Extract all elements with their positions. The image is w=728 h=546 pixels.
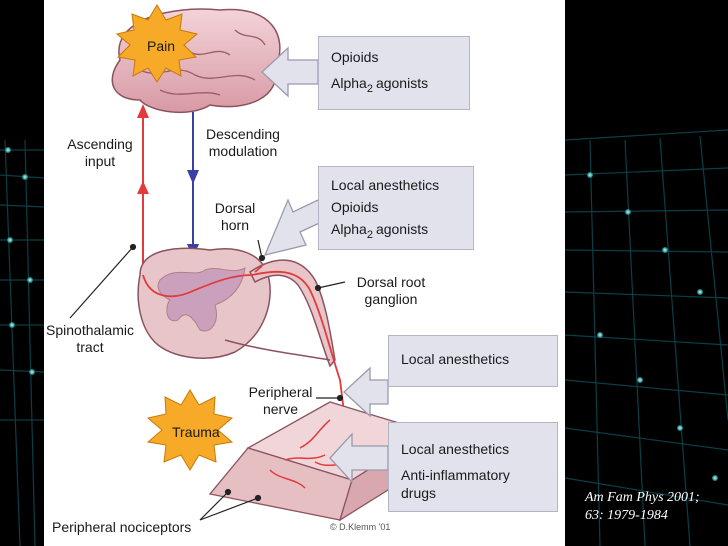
dorsal-horn-label: Dorsal horn <box>214 200 256 233</box>
citation-line1: Am Fam Phys 2001; <box>585 490 700 505</box>
trauma-star <box>146 389 234 471</box>
copyright-label: © D.Klemm '01 <box>330 522 391 532</box>
trauma-label: Trauma <box>172 424 220 440</box>
citation: Am Fam Phys 2001; 63: 1979-1984 <box>585 489 700 525</box>
ventral-root <box>224 339 331 361</box>
nerve-drugs-box: Local anesthetics <box>388 335 558 387</box>
nerve-box-line1: Local anesthetics <box>401 351 510 367</box>
background-grid <box>0 129 728 546</box>
spinothalamic-tract-label: Spinothalamic tract <box>46 322 134 355</box>
citation-line2: 63: 1979-1984 <box>585 508 668 523</box>
pain-label: Pain <box>147 38 176 54</box>
pointer-arrows <box>261 46 389 484</box>
dorsal-root <box>249 259 336 368</box>
ascending-arrow <box>137 104 149 275</box>
skin-drugs-box: Local anesthetics Anti-inflammatory drug… <box>388 422 558 512</box>
ascending-input-label: Ascending input <box>67 136 133 169</box>
peripheral-nerve-label: Peripheral nerve <box>248 384 313 417</box>
peripheral-nociceptors-label: Peripheral nociceptors <box>52 519 192 535</box>
spinal-box-line2: Opioids <box>331 199 379 215</box>
descending-modulation-label: Descending modulation <box>206 126 280 159</box>
pain-pathway <box>142 270 346 471</box>
skin-box-line2: Anti-inflammatory <box>401 467 510 483</box>
background-nodes <box>5 147 718 481</box>
skin-box-line3: drugs <box>401 485 437 501</box>
arrow-nerve <box>343 366 389 418</box>
pathway-tick <box>254 265 263 273</box>
spinal-box-line1: Local anesthetics <box>331 177 440 193</box>
skin-box-line1: Local anesthetics <box>401 441 510 457</box>
leader-lines <box>69 239 346 521</box>
gray-matter <box>157 267 246 332</box>
dorsal-root-ganglion-label: Dorsal root ganglion <box>356 274 426 307</box>
pain-star <box>115 4 199 83</box>
brain-box-line1: Opioids <box>331 49 379 65</box>
